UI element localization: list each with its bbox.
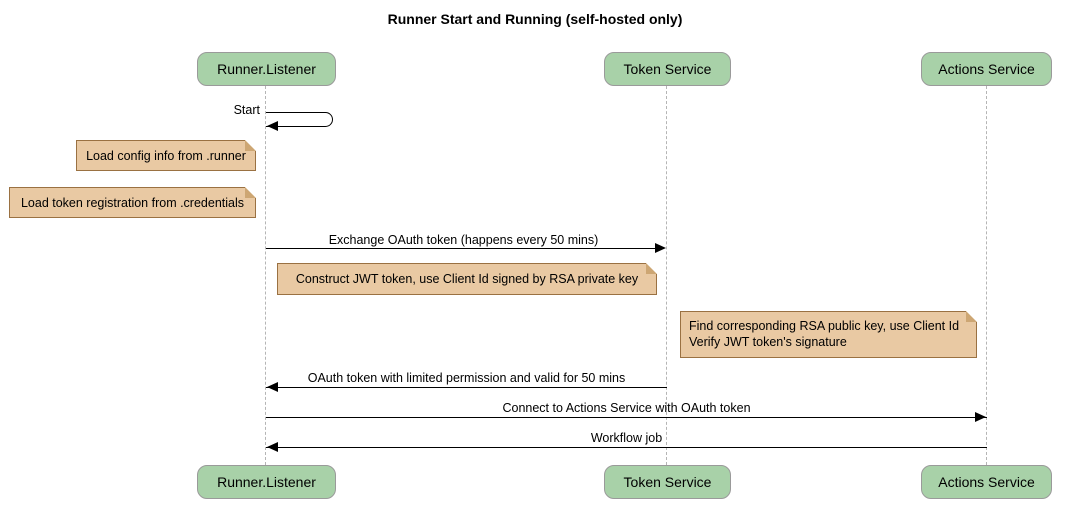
arrowhead-right-icon bbox=[655, 243, 666, 253]
actor-bottom-actions-service: Actions Service bbox=[921, 465, 1052, 499]
note-text: Load token registration from .credential… bbox=[20, 195, 245, 210]
note-text-line1: Find corresponding RSA public key, use C… bbox=[689, 319, 960, 333]
message-workflow-job-line bbox=[266, 447, 987, 448]
actor-top-token-service: Token Service bbox=[604, 52, 731, 86]
arrowhead-left-icon bbox=[267, 382, 278, 392]
note-construct-jwt: Construct JWT token, use Client Id signe… bbox=[277, 263, 657, 295]
actor-top-actions-service: Actions Service bbox=[921, 52, 1052, 86]
self-message-loop bbox=[266, 112, 333, 127]
note-text: Construct JWT token, use Client Id signe… bbox=[295, 272, 639, 286]
lifeline-runner-listener bbox=[265, 86, 266, 465]
note-load-token-registration: Load token registration from .credential… bbox=[9, 187, 256, 218]
arrowhead-left-icon bbox=[267, 442, 278, 452]
actor-label: Runner.Listener bbox=[217, 474, 316, 490]
actor-label: Actions Service bbox=[938, 474, 1035, 490]
diagram-title: Runner Start and Running (self-hosted on… bbox=[387, 11, 683, 27]
self-message-start-label: Start bbox=[233, 103, 260, 117]
actor-label: Runner.Listener bbox=[217, 61, 316, 77]
message-connect-actions-line bbox=[266, 417, 987, 418]
message-workflow-job-label: Workflow job bbox=[590, 431, 663, 445]
actor-label: Token Service bbox=[623, 474, 712, 490]
actor-bottom-runner-listener: Runner.Listener bbox=[197, 465, 336, 499]
actor-label: Token Service bbox=[623, 61, 712, 77]
message-exchange-oauth-label: Exchange OAuth token (happens every 50 m… bbox=[328, 233, 599, 247]
actor-top-runner-listener: Runner.Listener bbox=[197, 52, 336, 86]
actor-bottom-token-service: Token Service bbox=[604, 465, 731, 499]
note-verify-jwt: Find corresponding RSA public key, use C… bbox=[680, 311, 977, 358]
note-load-config: Load config info from .runner bbox=[76, 140, 256, 171]
lifeline-actions-service bbox=[986, 86, 987, 465]
message-exchange-oauth-line bbox=[266, 248, 656, 249]
arrowhead-left-icon bbox=[267, 121, 278, 131]
lifeline-token-service bbox=[666, 86, 667, 465]
message-oauth-token-line bbox=[266, 387, 667, 388]
message-connect-actions-label: Connect to Actions Service with OAuth to… bbox=[502, 401, 751, 415]
arrowhead-right-icon bbox=[975, 412, 986, 422]
message-oauth-token-label: OAuth token with limited permission and … bbox=[307, 371, 626, 385]
actor-label: Actions Service bbox=[938, 61, 1035, 77]
note-text-line2: Verify JWT token's signature bbox=[689, 335, 847, 349]
note-text: Load config info from .runner bbox=[86, 148, 246, 163]
